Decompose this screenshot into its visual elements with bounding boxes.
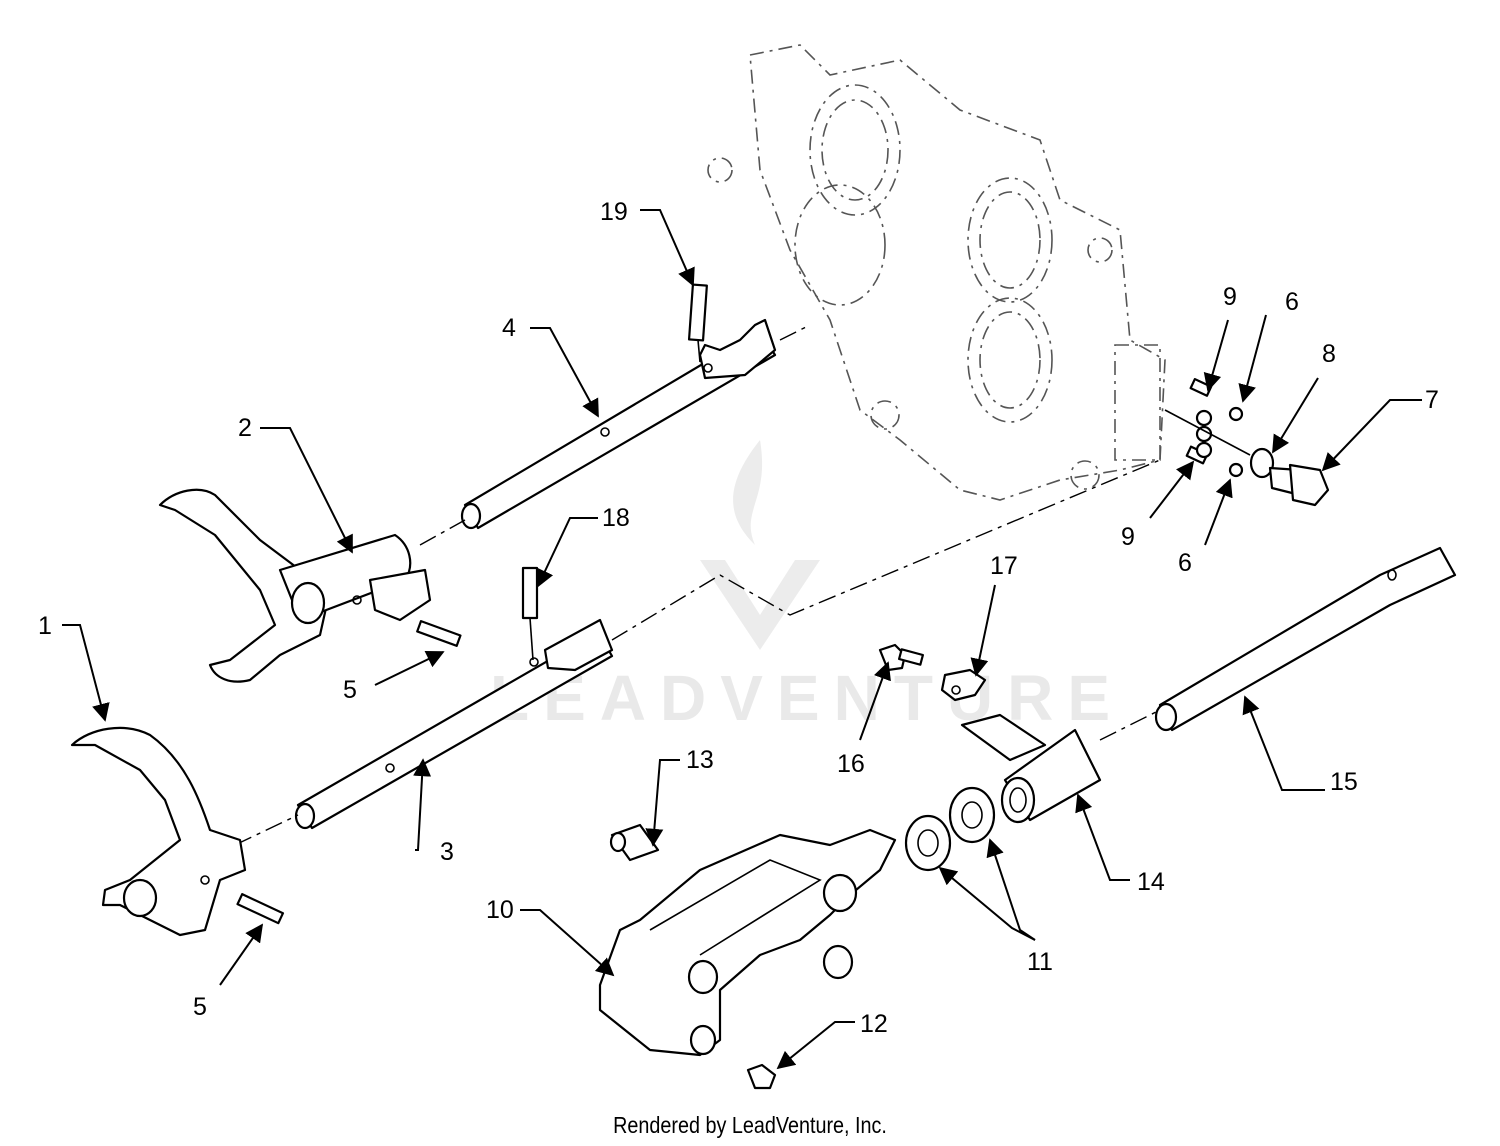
exploded-parts-diagram: LEADVENTURE: [38, 44, 1457, 1090]
bushing-13: [609, 823, 660, 862]
callout-8: 8: [1322, 340, 1336, 368]
callout-15: 15: [1330, 768, 1358, 796]
callout-16: 16: [837, 750, 865, 778]
callout-18: 18: [602, 504, 630, 532]
callout-13: 13: [686, 746, 714, 774]
callout-5-upper: 5: [343, 676, 357, 704]
callout-labels: 1 2 3 4 5 5 6 6 7 8 9 9 10 11 12 13 14 1…: [38, 198, 1439, 1038]
callout-12: 12: [860, 1010, 888, 1038]
callout-6-lower: 6: [1178, 549, 1192, 577]
detent-assembly: [1164, 377, 1330, 507]
washers-11: [904, 786, 996, 872]
callout-2: 2: [238, 414, 252, 442]
render-credit: Rendered by LeadVenture, Inc.: [613, 1112, 887, 1138]
shift-rail-4: [419, 318, 811, 546]
bushing-14: [960, 713, 1102, 824]
callout-3: 3: [440, 838, 454, 866]
watermark-logo: LEADVENTURE: [490, 440, 1124, 734]
shift-rail-3: [234, 459, 1161, 846]
callout-1: 1: [38, 612, 52, 640]
pin-5-upper: [416, 620, 462, 647]
screw-12: [746, 1063, 777, 1090]
callout-4: 4: [502, 314, 516, 342]
roll-pin-18: [521, 566, 539, 661]
shift-fork-1: [70, 726, 247, 937]
roll-pin-19: [687, 283, 708, 363]
leader-lines: [62, 209, 1422, 1070]
callout-6-upper: 6: [1285, 288, 1299, 316]
callout-17: 17: [990, 552, 1018, 580]
callout-19: 19: [600, 198, 628, 226]
shift-fork-2: [158, 488, 432, 683]
callout-5-lower: 5: [193, 993, 207, 1021]
callout-11: 11: [1027, 948, 1053, 976]
washer-17: [940, 668, 987, 702]
watermark-text: LEADVENTURE: [490, 662, 1124, 734]
shaft-15: [1099, 546, 1457, 741]
callout-9-upper: 9: [1223, 283, 1237, 311]
callout-14: 14: [1137, 868, 1165, 896]
callout-9-lower: 9: [1121, 523, 1135, 551]
callout-10: 10: [486, 896, 514, 924]
transmission-housing-phantom: [707, 44, 1166, 501]
callout-7: 7: [1425, 386, 1439, 414]
bracket-10: [598, 828, 897, 1057]
pin-5-lower: [236, 893, 285, 925]
